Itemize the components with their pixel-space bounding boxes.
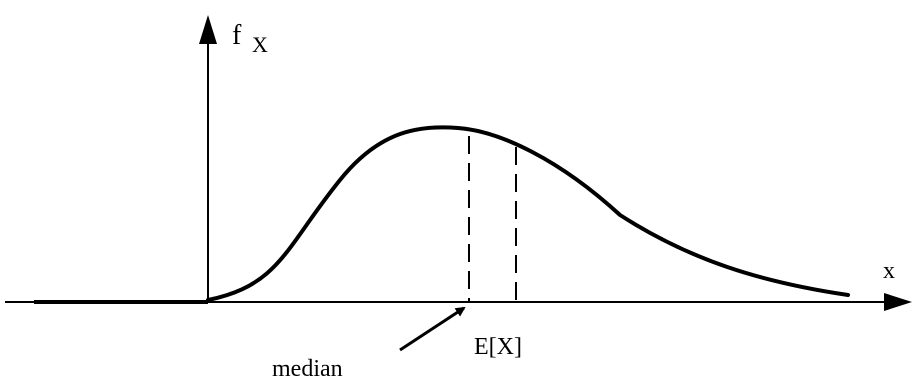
median-label: median <box>272 356 343 382</box>
y-axis-arrowhead <box>199 15 217 44</box>
median-arrow <box>399 306 466 352</box>
x-axis-arrowhead <box>884 293 912 311</box>
mean-label: E[X] <box>474 334 522 360</box>
y-axis-label-subscript: X <box>252 32 268 57</box>
density-curve <box>206 125 850 302</box>
x-axis-label: x <box>883 258 895 284</box>
y-axis-label: f <box>232 20 242 51</box>
